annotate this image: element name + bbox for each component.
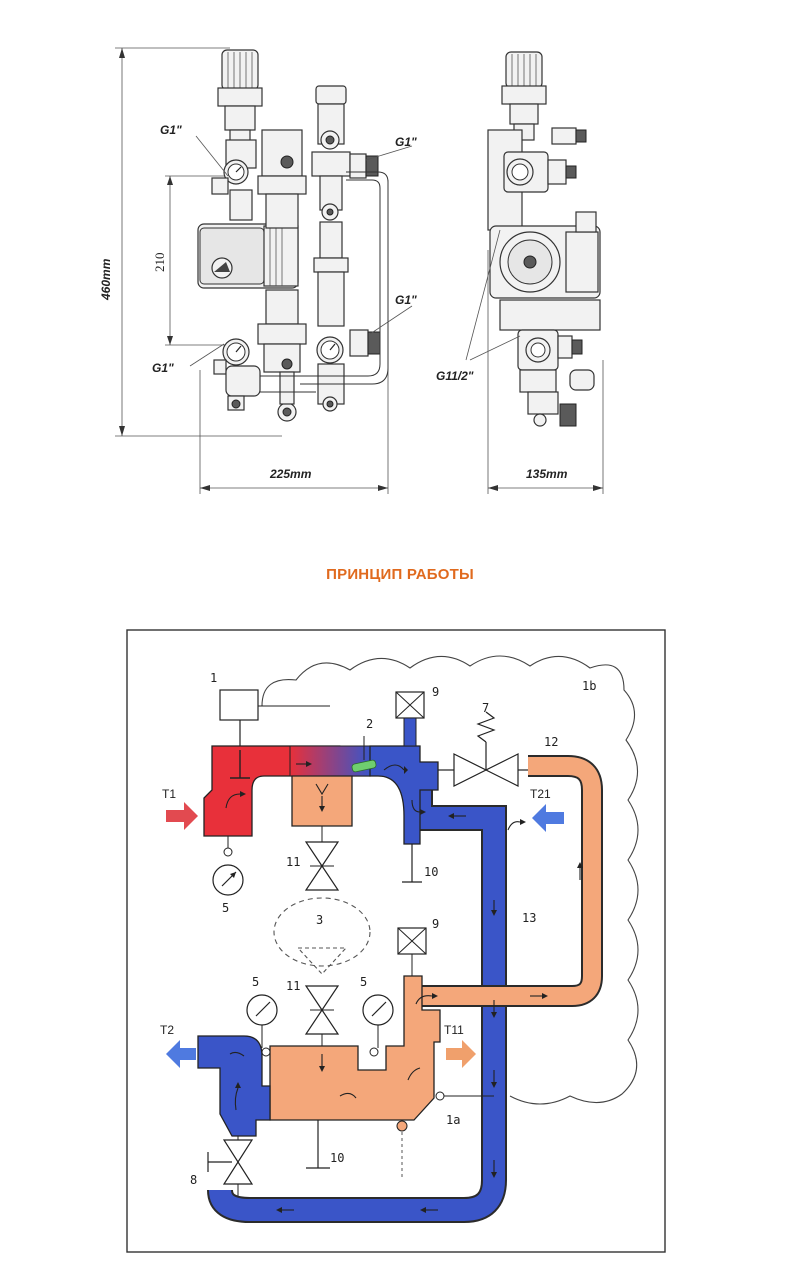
label-5-right: 5 xyxy=(360,975,367,989)
balancing-valve-top xyxy=(304,841,340,868)
label-2: 2 xyxy=(366,717,373,731)
t2-outlet-arrow xyxy=(166,1040,196,1068)
balancing-valve-bottom xyxy=(304,985,340,1012)
thermostat-head xyxy=(219,689,259,721)
label-11-bottom: 11 xyxy=(286,979,300,993)
technical-drawing: 460mm 210 225mm xyxy=(99,47,604,494)
label-13: 13 xyxy=(522,911,536,925)
operating-principle-scheme: 1 1b 2 9 7 12 T1 T21 11 10 5 13 3 9 5 11… xyxy=(126,629,666,1253)
label-5-top: 5 xyxy=(222,901,229,915)
label-1a: 1a xyxy=(446,1113,460,1127)
label-t2: T2 xyxy=(160,1023,174,1037)
mix-body-lower xyxy=(269,975,441,1121)
dim-depth-label: 135mm xyxy=(526,467,568,481)
label-8: 8 xyxy=(190,1173,197,1187)
label-3: 3 xyxy=(316,913,323,927)
dim-height-label: 460mm xyxy=(99,258,113,301)
label-g1-bottom-left: G1" xyxy=(152,361,174,375)
label-11-top: 11 xyxy=(286,855,300,869)
label-g1-top-right: G1" xyxy=(395,135,417,149)
label-10-bottom: 10 xyxy=(330,1151,344,1165)
front-view: 460mm 210 225mm xyxy=(99,47,417,494)
label-t11: T11 xyxy=(444,1023,464,1037)
label-1: 1 xyxy=(210,671,217,685)
label-g1-half: G11/2" xyxy=(436,369,474,383)
label-1b: 1b xyxy=(582,679,596,693)
return-body-lower xyxy=(197,1035,271,1137)
boundary-cloud xyxy=(261,655,639,1105)
label-t1: T1 xyxy=(162,787,176,801)
label-t21: T21 xyxy=(530,787,551,801)
section-heading: ПРИНЦИП РАБОТЫ xyxy=(326,566,474,583)
dim-width-label: 225mm xyxy=(269,467,312,481)
label-9-top: 9 xyxy=(432,685,439,699)
label-g1-top-left: G1" xyxy=(160,123,182,137)
shutoff-valve-8 xyxy=(222,1139,254,1164)
label-5-left: 5 xyxy=(252,975,259,989)
side-view: 135mm xyxy=(436,51,604,494)
label-10-top: 10 xyxy=(424,865,438,879)
sensor-2 xyxy=(351,759,377,773)
return-body-upper xyxy=(369,745,439,845)
t1-inlet-arrow xyxy=(166,802,198,830)
pump-3 xyxy=(273,897,371,967)
label-7: 7 xyxy=(482,701,489,715)
label-9-mid: 9 xyxy=(432,917,439,931)
dim-inner-label: 210 xyxy=(152,253,167,273)
t11-outlet-arrow xyxy=(446,1040,476,1068)
t21-inlet-arrow xyxy=(532,804,564,832)
label-12: 12 xyxy=(544,735,558,749)
label-g1-mid-right: G1" xyxy=(395,293,417,307)
